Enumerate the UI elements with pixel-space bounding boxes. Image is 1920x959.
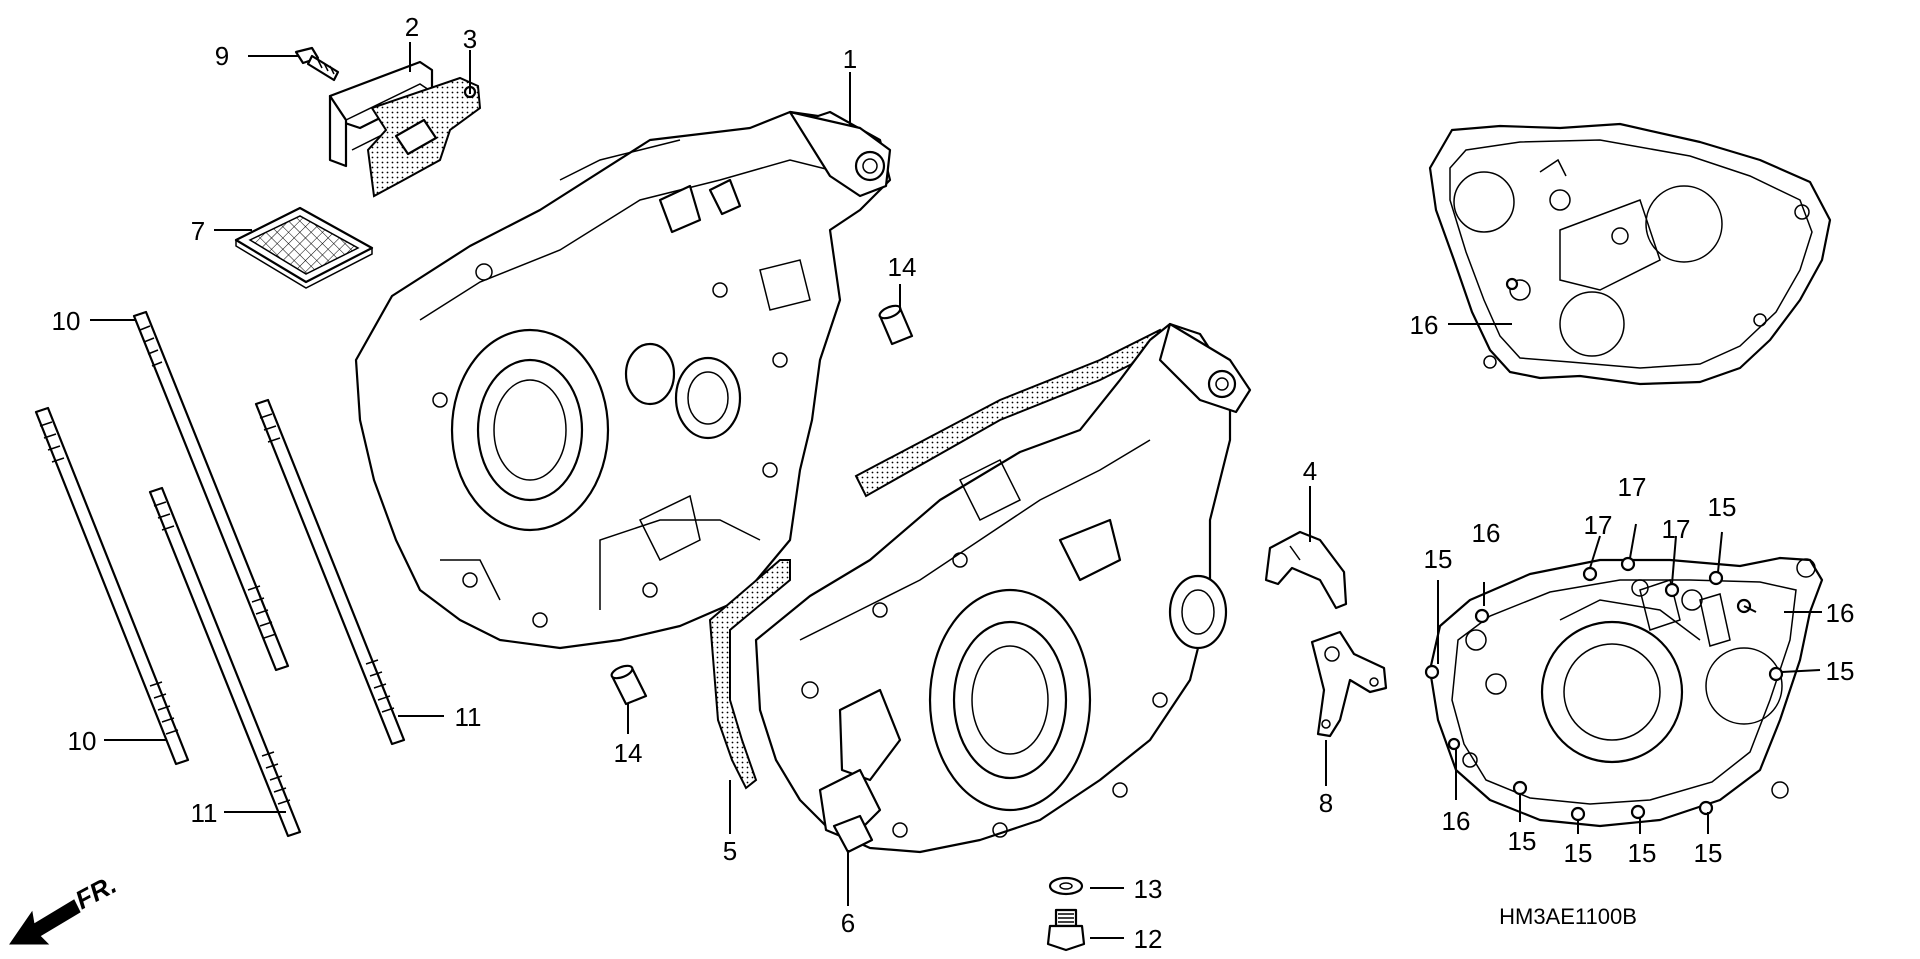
upper-right-crankcase-gasket[interactable] xyxy=(1428,122,1832,386)
callout-3: 3 xyxy=(463,24,477,54)
callout-16-top: 16 xyxy=(1410,310,1439,340)
callout-15-bottom-2: 15 xyxy=(1564,838,1593,868)
callout-8: 8 xyxy=(1319,788,1333,818)
part-11-stud-upper[interactable] xyxy=(254,398,406,746)
callout-16-upper-left: 16 xyxy=(1472,518,1501,548)
callout-17-top: 17 xyxy=(1618,472,1647,502)
callout-15-top-right: 15 xyxy=(1708,492,1737,522)
callout-4: 4 xyxy=(1303,456,1317,486)
callout-12: 12 xyxy=(1134,924,1163,954)
callout-11-upper: 11 xyxy=(455,702,482,732)
callout-6: 6 xyxy=(841,908,855,938)
part-14-dowel-pin-upper[interactable] xyxy=(878,303,914,346)
callout-15-bottom-1: 15 xyxy=(1508,826,1537,856)
part-14-dowel-pin-lower[interactable] xyxy=(610,663,648,706)
callout-17-left: 17 xyxy=(1584,510,1613,540)
callout-15-bottom-4: 15 xyxy=(1694,838,1723,868)
callout-1: 1 xyxy=(843,44,857,74)
drawing-code: HM3AE1100B xyxy=(1499,904,1637,929)
part-4-bracket[interactable] xyxy=(1264,530,1348,610)
callout-15-left: 15 xyxy=(1424,544,1453,574)
part-10-stud-lower[interactable] xyxy=(34,406,190,766)
part-13-washer[interactable] xyxy=(1048,876,1084,896)
callout-16-right: 16 xyxy=(1826,598,1855,628)
callout-17-right: 17 xyxy=(1662,514,1691,544)
callout-14-lower: 14 xyxy=(614,738,643,768)
part-8-bracket[interactable] xyxy=(1310,630,1388,738)
part-7-filter-screen[interactable] xyxy=(234,206,374,289)
callout-10-upper: 10 xyxy=(52,306,81,336)
lower-right-crankcase-face[interactable] xyxy=(1424,277,1824,828)
front-arrow-icon xyxy=(9,899,81,945)
part-11-stud-lower[interactable] xyxy=(148,486,302,838)
part-9-bolt[interactable] xyxy=(294,46,340,82)
callout-10-lower: 10 xyxy=(68,726,97,756)
callout-labels: 9 2 3 1 7 10 10 11 11 14 14 5 6 4 8 13 1… xyxy=(52,12,1855,954)
part-12-drain-bolt[interactable] xyxy=(1046,908,1086,952)
callout-9: 9 xyxy=(215,41,229,71)
callout-5: 5 xyxy=(723,836,737,866)
callout-15-right: 15 xyxy=(1826,656,1855,686)
part-10-stud-upper[interactable] xyxy=(132,310,290,672)
leader-lines xyxy=(90,42,1822,939)
callout-14-upper: 14 xyxy=(888,252,917,282)
part-3-gasket[interactable] xyxy=(366,76,482,198)
part-1-left-crankcase[interactable] xyxy=(354,110,892,650)
callout-7: 7 xyxy=(191,216,205,246)
callout-16-lower-left: 16 xyxy=(1442,806,1471,836)
callout-11-lower: 11 xyxy=(191,798,218,828)
callout-15-bottom-3: 15 xyxy=(1628,838,1657,868)
callout-13: 13 xyxy=(1134,874,1163,904)
callout-2: 2 xyxy=(405,12,419,42)
front-direction-indicator: FR. xyxy=(9,869,121,945)
part-6-right-crankcase[interactable] xyxy=(754,322,1252,854)
